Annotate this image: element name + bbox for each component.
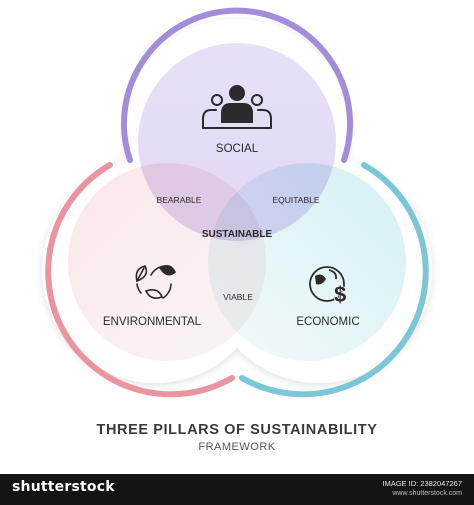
footer-site[interactable]: www.shutterstock.com [392, 490, 462, 497]
environmental-label: ENVIRONMENTAL [103, 316, 202, 328]
footer-bar: shutterstock IMAGE ID: 2382047267 www.sh… [0, 474, 474, 505]
leaves-recycle-icon [135, 264, 176, 299]
footer-image-id: IMAGE ID: 2382047267 [382, 479, 462, 488]
environmental-ring-arc [45, 162, 235, 398]
viable-label: VIABLE [223, 292, 253, 302]
social-label: SOCIAL [216, 143, 259, 155]
svg-text:$: $ [334, 282, 346, 307]
social-ring-arc [121, 7, 353, 163]
social-circle [136, 41, 338, 243]
people-group-icon [202, 85, 272, 129]
caption-title: THREE PILLARS OF SUSTAINABILITY [96, 422, 378, 438]
bearable-label: BEARABLE [157, 195, 202, 205]
sustainable-label: SUSTAINABLE [202, 229, 273, 240]
footer-brand[interactable]: shutterstock [12, 479, 115, 495]
economic-label: ECONOMIC [296, 316, 359, 328]
caption-subtitle: FRAMEWORK [198, 441, 276, 453]
venn-diagram: $ SOCIAL ENVIRONMENTAL ECONOMIC BEARABLE… [42, 7, 432, 398]
economic-ring-arc [239, 162, 429, 398]
equitable-label: EQUITABLE [272, 195, 319, 205]
globe-dollar-icon: $ [309, 266, 347, 308]
